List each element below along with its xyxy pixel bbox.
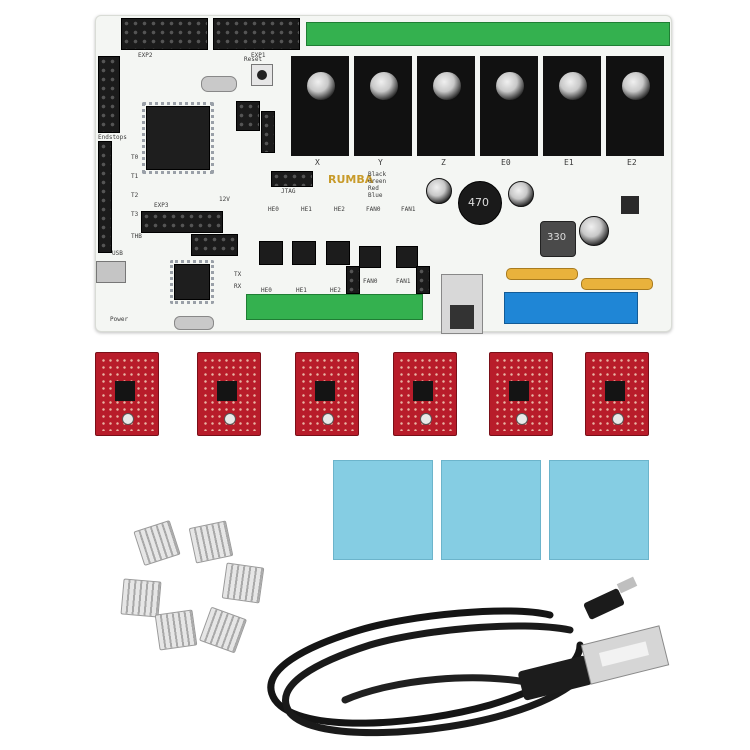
stepper-driver-module xyxy=(95,352,159,436)
wire-legend-blue: Blue xyxy=(368,192,383,199)
tx-label: TX xyxy=(234,271,242,278)
wire-legend-black: Black xyxy=(368,171,387,178)
wire-legend-red: Red xyxy=(368,185,379,192)
inductor-330-label: 330 xyxy=(547,232,567,243)
stepper-driver-module xyxy=(489,352,553,436)
thermal-pad xyxy=(333,460,433,560)
exp2-label: EXP2 xyxy=(138,52,153,59)
t1-label: T1 xyxy=(131,173,139,180)
inductor-470-label: 470 xyxy=(468,196,489,209)
power-capacitor-3 xyxy=(579,216,609,246)
rumba-controller-board: EXP2 EXP1 Endstops T0 T1 T2 T3 THB Reset… xyxy=(95,15,672,334)
heatsink xyxy=(188,520,234,564)
regulator-chip xyxy=(621,196,639,214)
heatsink xyxy=(133,520,181,566)
exp1-label: EXP1 xyxy=(251,52,266,59)
driver-capacitor-y xyxy=(369,71,399,101)
axis-label-e2: E2 xyxy=(627,158,637,167)
rx-label: RX xyxy=(234,283,242,290)
usb-a-plug xyxy=(518,625,670,701)
driver-capacitor-x xyxy=(306,71,336,101)
axis-label-y: Y xyxy=(378,158,383,167)
usb-serial-chip xyxy=(170,260,214,304)
fuse-1 xyxy=(506,268,578,280)
heatsink xyxy=(120,578,162,618)
axis-label-z: Z xyxy=(441,158,446,167)
stepper-driver-module xyxy=(585,352,649,436)
usb-crystal xyxy=(174,316,214,330)
he1-terminal-label: HE1 xyxy=(296,287,307,294)
main-mcu-chip xyxy=(142,102,214,174)
usb-cable xyxy=(267,576,670,737)
endstops-header xyxy=(98,56,120,133)
stepper-driver-module xyxy=(393,352,457,436)
power-regulator xyxy=(441,274,483,334)
mosfet-he1 xyxy=(292,241,316,265)
fuse-2 xyxy=(581,278,653,290)
he1-label: HE1 xyxy=(301,206,312,213)
t0-label: T0 xyxy=(131,154,139,161)
fan1-voltage-jumper xyxy=(416,266,430,294)
exp3-header xyxy=(141,211,223,233)
driver-capacitor-z xyxy=(432,71,462,101)
aux-header xyxy=(191,234,238,256)
axis-label-e1: E1 xyxy=(564,158,574,167)
thermal-pad xyxy=(549,460,649,560)
mini-usb-plug xyxy=(583,576,638,620)
mosfet-he0 xyxy=(259,241,283,265)
power-capacitor-100 xyxy=(426,178,452,204)
t2-label: T2 xyxy=(131,192,139,199)
fan1-label: FAN1 xyxy=(401,206,416,213)
mosfet-fan1 xyxy=(396,246,418,268)
mosfet-he2 xyxy=(326,241,350,265)
fan0-label: FAN0 xyxy=(366,206,381,213)
rumba-logo: RUMBA xyxy=(328,173,374,186)
usb-label: USB xyxy=(112,250,123,257)
thb-label: THB xyxy=(131,233,142,240)
exp1-header xyxy=(213,18,300,50)
fan0-voltage-jumper xyxy=(346,266,360,294)
t3-label: T3 xyxy=(131,211,139,218)
heater-terminal-block xyxy=(246,294,423,320)
fan1-terminal-label: FAN1 xyxy=(396,278,411,285)
driver-capacitor-e1 xyxy=(558,71,588,101)
power-select-header xyxy=(261,111,275,153)
power-capacitor-2 xyxy=(508,181,534,207)
he2-label: HE2 xyxy=(334,206,345,213)
endstops-label: Endstops xyxy=(98,134,127,141)
jtag-header xyxy=(271,171,313,187)
stepper-driver-module xyxy=(295,352,359,436)
he2-terminal-label: HE2 xyxy=(330,287,341,294)
he0-terminal-label: HE0 xyxy=(261,287,272,294)
axis-label-x: X xyxy=(315,158,320,167)
inductor-470: 470 xyxy=(458,181,502,225)
heatsink xyxy=(198,606,248,654)
power-input-terminal xyxy=(504,292,638,324)
usb-cable-loops xyxy=(267,607,600,737)
exp2-header xyxy=(121,18,208,50)
stepper-driver-module xyxy=(197,352,261,436)
driver-capacitor-e2 xyxy=(621,71,651,101)
12v-label: 12V xyxy=(219,196,230,203)
usb-port xyxy=(96,261,126,283)
fan0-terminal-label: FAN0 xyxy=(363,278,378,285)
heatsink xyxy=(154,609,198,651)
wire-legend-green: Green xyxy=(368,178,387,185)
wire-color-legend: Black Green Red Blue xyxy=(368,171,386,199)
jumper-header xyxy=(236,101,260,131)
axis-label-e0: E0 xyxy=(501,158,511,167)
crystal-oscillator xyxy=(201,76,237,92)
inductor-330: 330 xyxy=(540,221,576,257)
thermal-pad xyxy=(441,460,541,560)
power-label: Power xyxy=(110,316,129,323)
he0-label: HE0 xyxy=(268,206,279,213)
thermistor-header xyxy=(98,141,112,253)
mosfet-fan0 xyxy=(359,246,381,268)
reset-label: Reset xyxy=(244,56,263,63)
exp3-label: EXP3 xyxy=(154,202,169,209)
driver-capacitor-e0 xyxy=(495,71,525,101)
jtag-label: JTAG xyxy=(281,188,296,195)
motor-terminal-block xyxy=(306,22,670,46)
reset-button xyxy=(251,64,273,86)
